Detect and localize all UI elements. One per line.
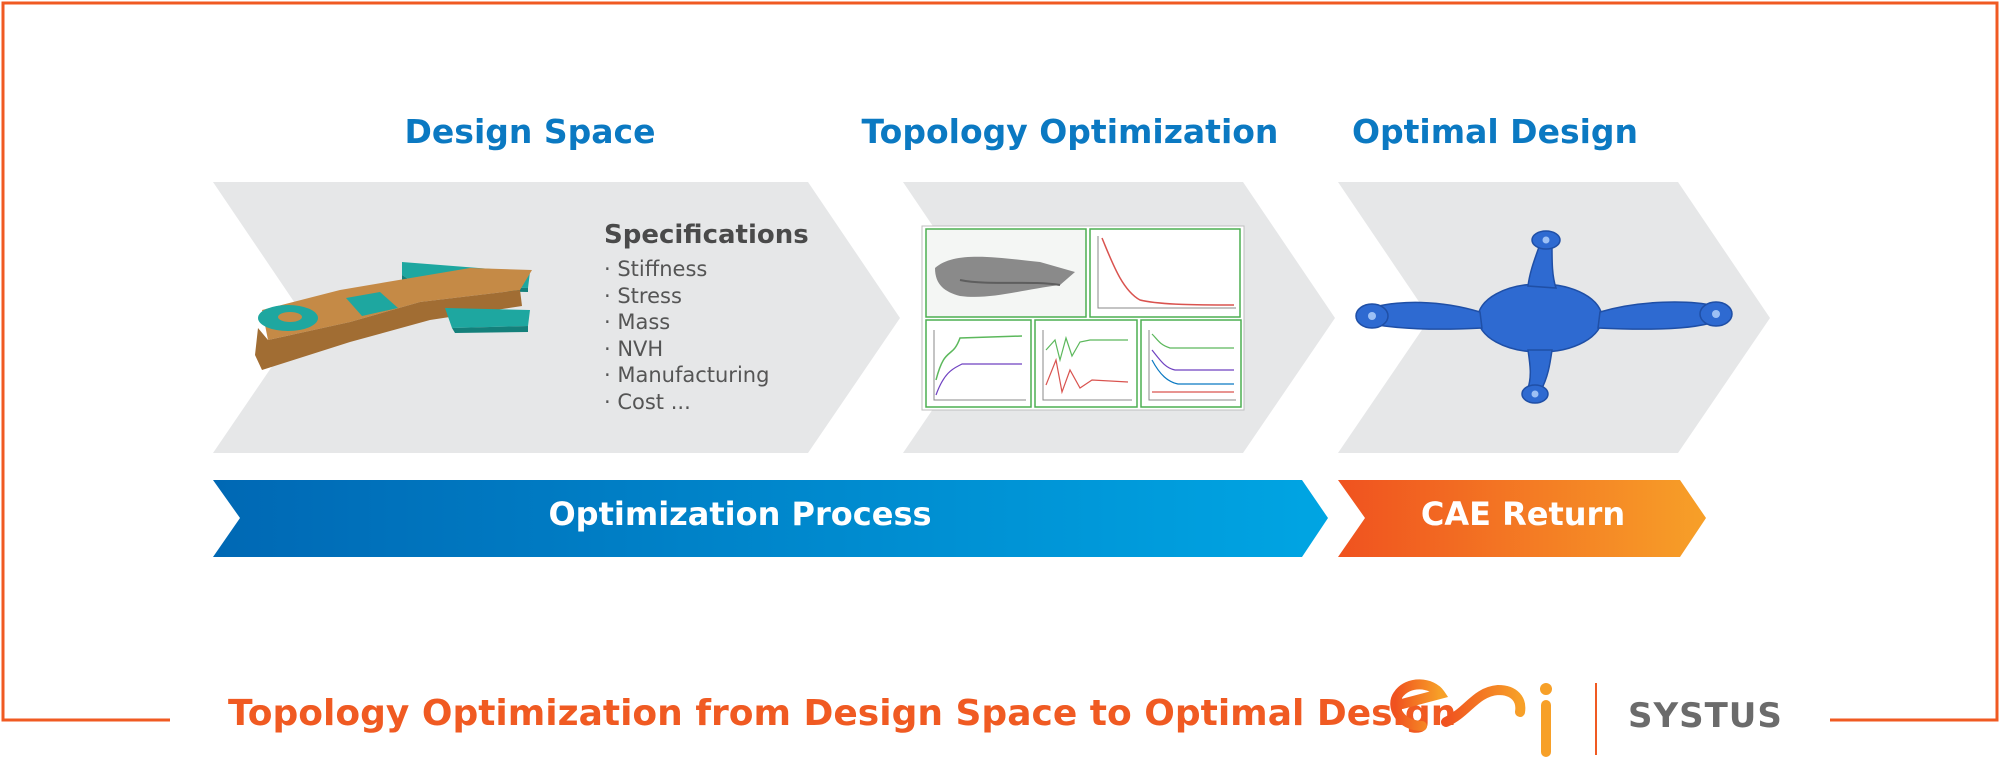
stage-title-topology-optimization: Topology Optimization — [861, 112, 1279, 151]
specifications-list: Specifications · Stiffness · Stress · Ma… — [604, 220, 809, 415]
brand-product-name: SYSTUS — [1628, 696, 1783, 736]
chevron-design-space — [213, 182, 900, 453]
spec-item: · Cost ... — [604, 389, 691, 414]
spec-item: · Manufacturing — [604, 363, 770, 387]
diagram-caption: Topology Optimization from Design Space … — [228, 693, 1457, 734]
spec-item: · NVH — [604, 336, 664, 361]
cae-return-label: CAE Return — [1420, 495, 1626, 533]
spec-item: · Stiffness — [604, 257, 708, 281]
stage-title-optimal-design: Optimal Design — [1351, 112, 1639, 151]
spec-item: · Mass — [604, 310, 671, 334]
optimization-process-label: Optimization Process — [548, 495, 932, 533]
spec-item: · Stress — [604, 283, 682, 308]
stage-title-design-space: Design Space — [404, 112, 656, 151]
optimization-process-bar — [213, 480, 1328, 557]
cae-return-bar — [1338, 480, 1706, 557]
specifications-title: Specifications — [604, 220, 809, 250]
